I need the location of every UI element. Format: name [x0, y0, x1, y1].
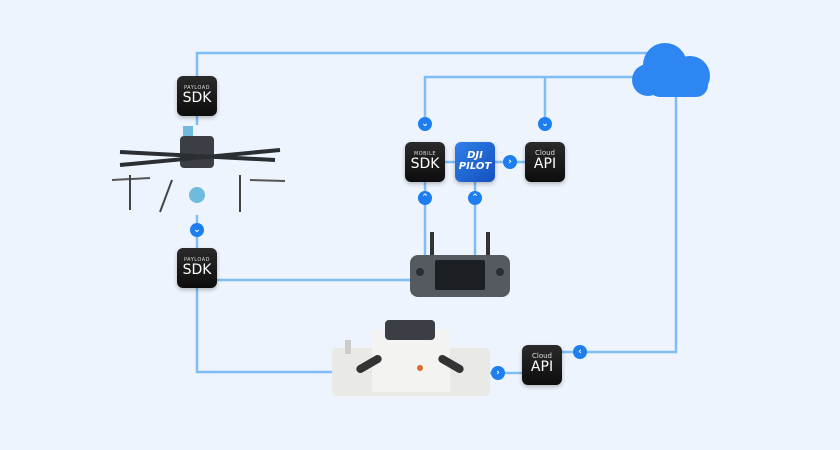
dji-pilot-box: DJI PILOT — [455, 142, 495, 182]
box-caption: Cloud — [535, 149, 555, 157]
box-caption: PAYLOAD — [183, 85, 210, 91]
box-caption: Cloud — [532, 352, 552, 360]
box-title: SDK — [182, 90, 212, 106]
box-title: SDK — [410, 156, 440, 172]
cloud-icon — [632, 43, 710, 97]
drone-image — [111, 126, 286, 213]
mobile-sdk-box: MOBILE SDK — [405, 142, 445, 182]
chevron-left-icon: ‹ — [573, 345, 587, 359]
pilot-logo-line1: DJI — [467, 150, 483, 161]
chevron-right-icon: › — [491, 366, 505, 380]
chevron-down-icon: ⌄ — [538, 117, 552, 131]
pilot-logo-line2: PILOT — [458, 161, 492, 172]
chevron-up-icon: ⌃ — [418, 191, 432, 205]
remote-controller-image — [410, 232, 510, 297]
cloud-api-bottom-box: Cloud API — [522, 345, 562, 385]
box-caption: PAYLOAD — [183, 257, 210, 263]
chevron-down-icon: ⌄ — [418, 117, 432, 131]
chevron-down-icon: ⌄ — [190, 223, 204, 237]
box-caption: MOBILE — [413, 151, 437, 157]
box-title: API — [533, 156, 557, 172]
box-title: API — [530, 359, 554, 375]
payload-sdk-top-box: PAYLOAD SDK — [177, 76, 217, 116]
chevron-up-icon: ⌃ — [468, 191, 482, 205]
payload-sdk-bottom-box: PAYLOAD SDK — [177, 248, 217, 288]
cloud-api-top-box: Cloud API — [525, 142, 565, 182]
box-title: SDK — [182, 262, 212, 278]
chevron-right-icon: › — [503, 155, 517, 169]
dock-image — [332, 320, 490, 396]
